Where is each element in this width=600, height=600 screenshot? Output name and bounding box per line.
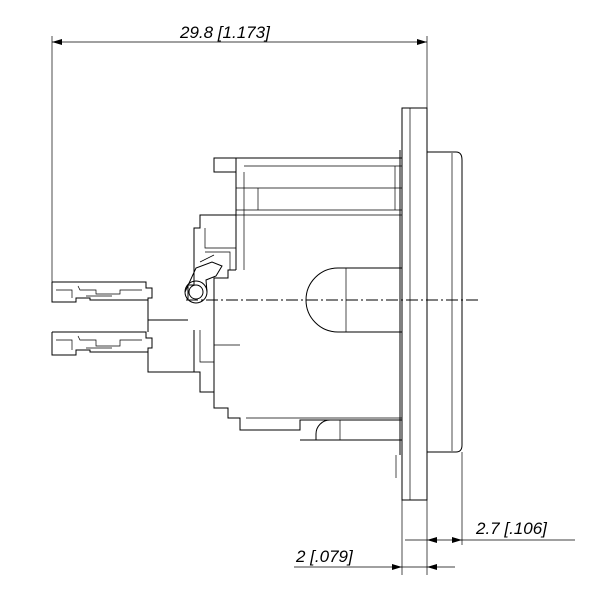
upper-terminal (51, 281, 188, 321)
front-face (427, 151, 463, 453)
flange-to-face-dimension: 2.7 [.106] (401, 452, 575, 575)
housing-body (187, 157, 402, 441)
lower-key (315, 419, 402, 440)
flange-to-face-label: 2.7 [.106] (475, 519, 548, 538)
latch-pivot (184, 254, 223, 304)
overall-length-dimension: 29.8 [1.173] (51, 23, 428, 282)
overall-length-label: 29.8 [1.173] (179, 23, 271, 42)
flange-thickness-label: 2 [.079] (295, 547, 354, 566)
mounting-flange (395, 107, 428, 501)
flange-thickness-dimension: 2 [.079] (294, 547, 455, 570)
lower-terminal (51, 320, 194, 373)
